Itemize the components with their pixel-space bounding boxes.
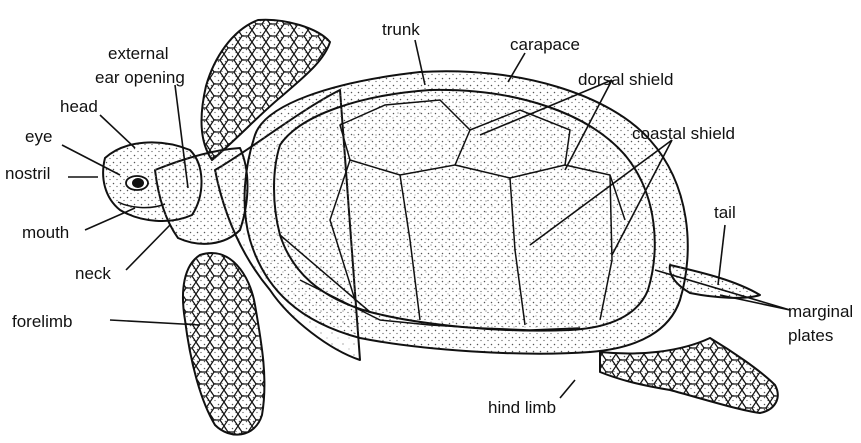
label-forelimb: forelimb [12, 312, 72, 331]
label-head: head [60, 97, 98, 116]
label-mouth: mouth [22, 223, 69, 242]
label-tail: tail [714, 203, 736, 222]
label-hind-limb: hind limb [488, 398, 556, 417]
label-coastal-shield: coastal shield [632, 124, 735, 143]
label-plates: plates [788, 326, 833, 345]
label-marginal: marginal [788, 302, 853, 321]
label-external: external [108, 44, 168, 63]
label-trunk: trunk [382, 20, 420, 39]
label-dorsal-shield: dorsal shield [578, 70, 673, 89]
eye-mark [126, 176, 148, 190]
label-ear-opening: ear opening [95, 68, 185, 87]
label-eye: eye [25, 127, 52, 146]
label-carapace: carapace [510, 35, 580, 54]
hind-limb [600, 338, 778, 413]
label-neck: neck [75, 264, 111, 283]
label-nostril: nostril [5, 164, 50, 183]
forelimb [183, 253, 264, 435]
